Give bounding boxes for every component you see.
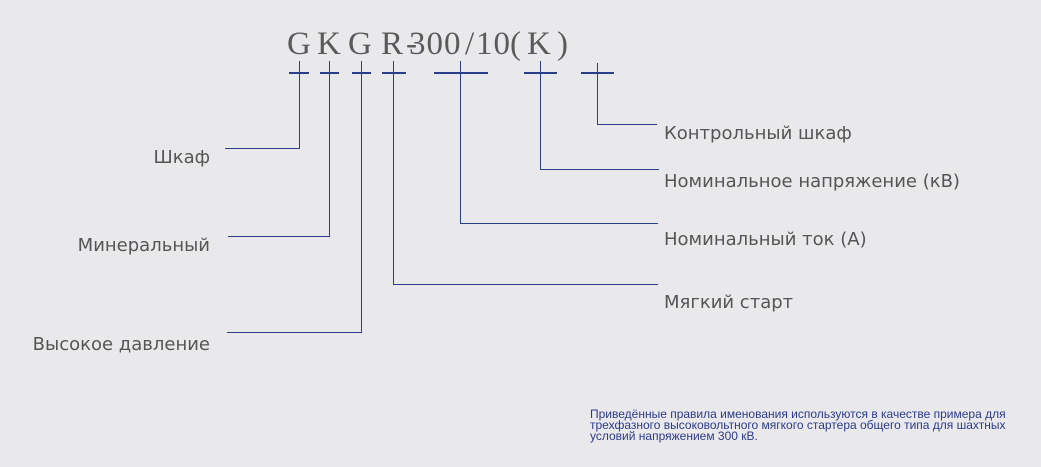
leader-h-high-pressure <box>227 332 362 333</box>
leader-h-cabinet <box>225 148 300 149</box>
code-char-k2: K <box>527 26 552 62</box>
tick-bar-current <box>434 72 488 74</box>
label-rated-voltage: Номинальное напряжение (кВ) <box>664 171 960 192</box>
leader-vertical-cabinet <box>299 61 300 149</box>
label-rated-current: Номинальный ток (А) <box>664 229 867 250</box>
code-char-g1: G <box>287 26 312 62</box>
code-char-k: K <box>317 26 342 62</box>
code-char-dash: - <box>406 26 418 62</box>
leader-vertical-high-pressure <box>361 61 362 333</box>
code-paren-open: ( <box>510 26 522 62</box>
code-current: 300 <box>409 26 462 62</box>
label-soft-start: Мягкий старт <box>664 292 794 313</box>
leader-vertical-mineral <box>329 61 330 237</box>
code-char-r: R <box>381 26 405 62</box>
leader-vertical-control <box>597 63 598 125</box>
label-high-pressure: Высокое давление <box>32 334 210 355</box>
leader-vertical-soft-start <box>393 61 394 285</box>
leader-vertical-voltage <box>540 61 541 170</box>
code-char-g2: G <box>348 26 373 62</box>
label-cabinet: Шкаф <box>153 147 210 168</box>
leader-h-current <box>460 223 658 224</box>
code-slash: / <box>465 26 476 62</box>
label-control-cabinet: Контрольный шкаф <box>664 123 852 144</box>
leader-h-voltage <box>540 169 659 170</box>
footnote: Приведённые правила именования использую… <box>590 407 1006 443</box>
code-paren-close: ) <box>557 26 569 62</box>
leader-h-control <box>597 124 657 125</box>
leader-vertical-current <box>460 61 461 224</box>
label-mineral: Минеральный <box>77 235 210 256</box>
tick-bar-r <box>382 72 406 74</box>
leader-h-mineral <box>228 236 330 237</box>
leader-h-soft-start <box>393 284 658 285</box>
code-voltage: 10 <box>476 26 511 62</box>
